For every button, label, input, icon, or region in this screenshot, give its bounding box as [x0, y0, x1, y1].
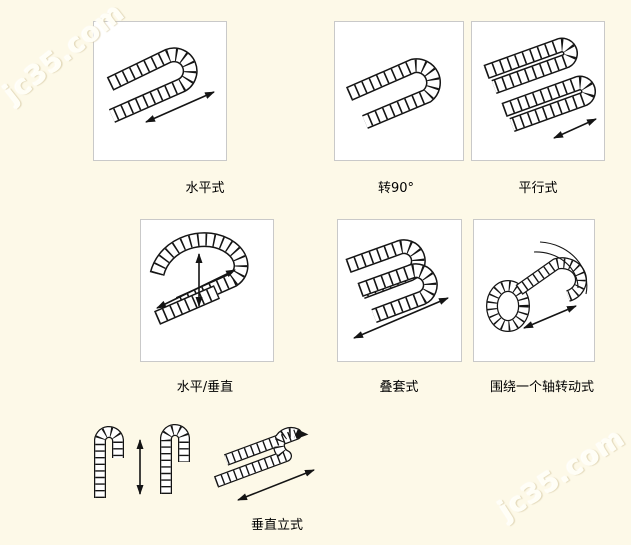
watermark: jc35.com — [493, 422, 631, 527]
drag-chain — [515, 257, 587, 302]
drag-chain — [483, 37, 578, 95]
drag-chain-drawing-vertical-standing — [93, 424, 315, 501]
figure-box-turn-90 — [334, 21, 464, 161]
drag-chain-drum — [486, 280, 530, 332]
drag-chain — [106, 47, 198, 123]
horizontal-motion-arrow-icon — [156, 269, 236, 309]
drag-chain — [357, 263, 438, 324]
figure-box-horizontal-vertical — [140, 219, 274, 362]
figure-label-parallel: 平行式 — [518, 181, 558, 196]
rotation-path-arc — [533, 251, 579, 289]
figure-label-vertical-standing: 垂直立式 — [250, 518, 304, 533]
rotation-path-arc — [539, 241, 588, 295]
figure-label-horizontal-vertical: 水平/垂直 — [176, 380, 234, 395]
motion-arrow-icon — [353, 297, 449, 339]
drag-chain — [345, 58, 441, 129]
drag-chain — [213, 426, 309, 488]
drag-chain-drawing-horizontal — [106, 47, 215, 123]
figure-label-turn-90: 转90° — [377, 181, 415, 196]
drag-chain-drawing-rotate-around-one-axis — [486, 241, 588, 332]
motion-arrow-icon — [553, 118, 597, 139]
drag-chain-drawing-horizontal-vertical — [149, 232, 249, 325]
motion-arrow-icon — [145, 91, 215, 123]
figure-box-rotate-around-one-axis — [473, 219, 595, 362]
figure-label-nested: 叠套式 — [379, 380, 419, 395]
figure-box-horizontal — [93, 21, 227, 161]
figure-box-parallel — [471, 21, 605, 161]
vertical-drag-chain — [159, 424, 190, 494]
motion-arrow-icon — [237, 469, 315, 501]
drag-chain-drawing-turn-90 — [345, 58, 441, 129]
drag-chain — [149, 232, 249, 311]
figure-label-horizontal: 水平式 — [185, 181, 225, 196]
drag-chain — [501, 75, 596, 133]
figure-box-nested — [337, 219, 462, 362]
drag-chain-drawing-parallel — [483, 37, 597, 139]
drag-chain-drawing-nested — [345, 239, 449, 339]
motion-arrow-icon — [523, 305, 577, 329]
figure-label-rotate-around-one-axis: 围绕一个轴转动式 — [489, 380, 595, 395]
vertical-drag-chain — [93, 426, 124, 498]
